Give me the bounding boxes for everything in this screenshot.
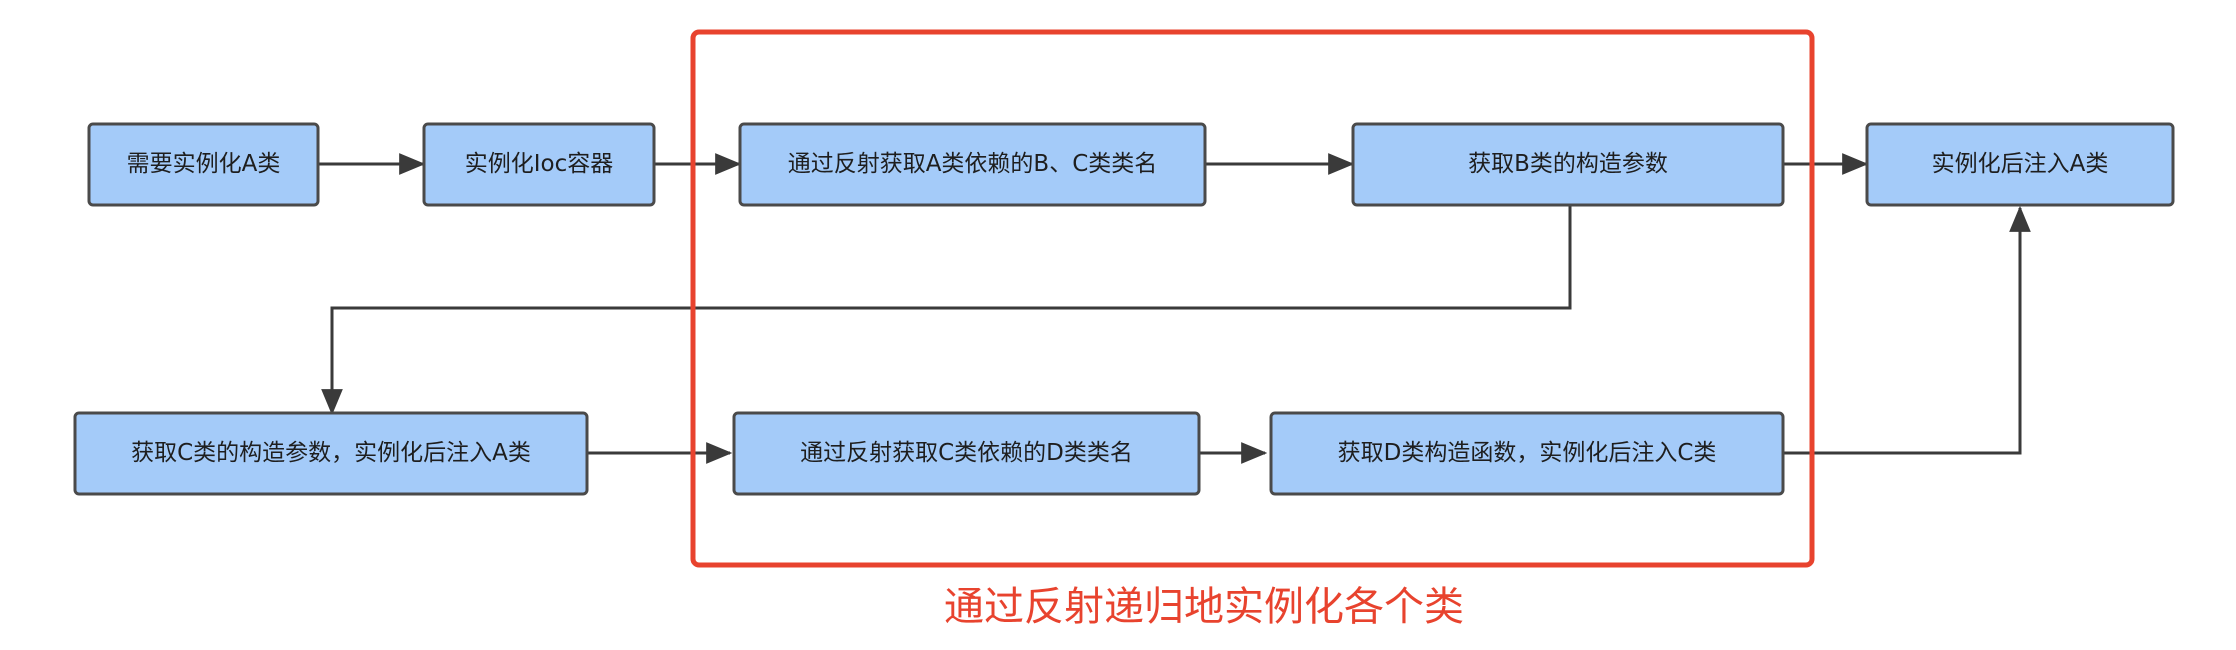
node-reflect-c-dependencies: 通过反射获取C类依赖的D类类名 [732, 411, 1201, 496]
node-get-c-params-inject-a-label: 获取C类的构造参数，实例化后注入A类 [131, 440, 531, 466]
node-get-c-params-inject-a: 获取C类的构造参数，实例化后注入A类 [73, 411, 589, 496]
node-need-instantiate-a: 需要实例化A类 [87, 122, 320, 207]
node-instantiate-ioc-container: 实例化Ioc容器 [422, 122, 656, 207]
node-get-b-constructor-params: 获取B类的构造参数 [1351, 122, 1785, 207]
node-get-d-constructor-inject-c: 获取D类构造函数，实例化后注入C类 [1269, 411, 1785, 496]
node-reflect-a-dependencies-label: 通过反射获取A类依赖的B、C类类名 [788, 151, 1158, 177]
recursive-instantiation-frame [690, 29, 1815, 568]
node-inject-into-a-label: 实例化后注入A类 [1932, 151, 2109, 177]
node-instantiate-ioc-container-label: 实例化Ioc容器 [465, 151, 614, 177]
node-get-b-constructor-params-label: 获取B类的构造参数 [1468, 151, 1668, 177]
edge-n8-n5 [1783, 205, 2031, 455]
highlight-caption: 通过反射递归地实例化各个类 [944, 584, 1464, 630]
node-reflect-a-dependencies: 通过反射获取A类依赖的B、C类类名 [738, 122, 1207, 207]
edge-n4-n6 [321, 206, 1572, 416]
node-get-d-constructor-inject-c-label: 获取D类构造函数，实例化后注入C类 [1338, 440, 1717, 466]
node-need-instantiate-a-label: 需要实例化A类 [127, 151, 281, 177]
edges [318, 153, 2031, 464]
node-inject-into-a: 实例化后注入A类 [1865, 122, 2175, 207]
node-reflect-c-dependencies-label: 通过反射获取C类依赖的D类类名 [800, 440, 1133, 466]
